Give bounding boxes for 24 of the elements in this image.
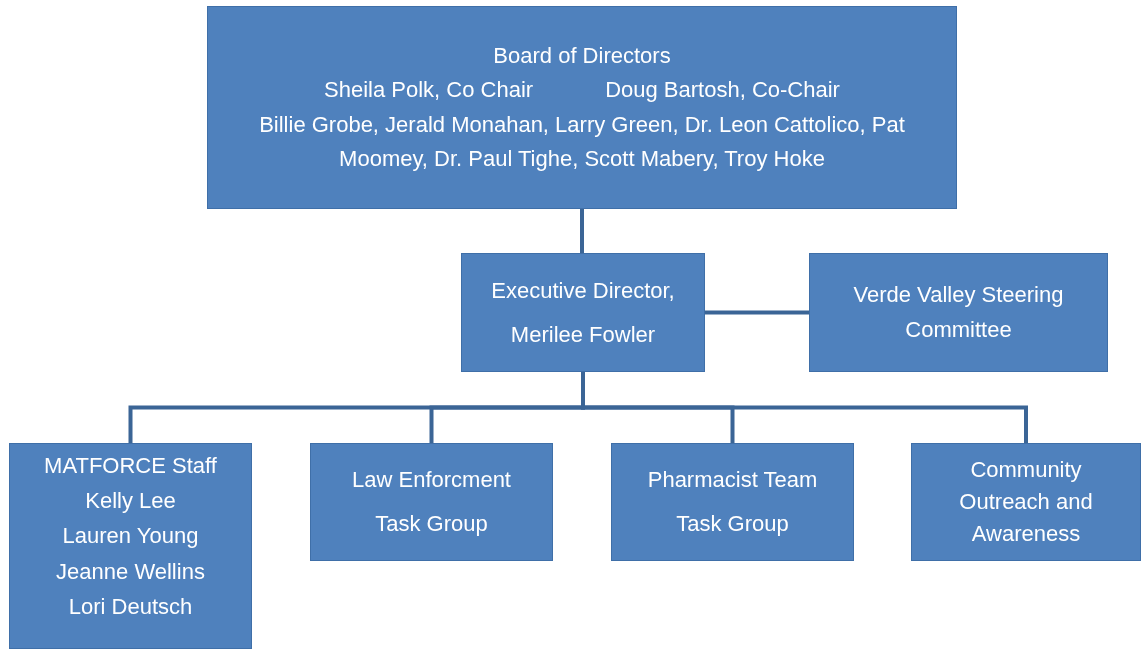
org-box bbox=[310, 443, 553, 561]
org-box bbox=[809, 253, 1108, 372]
member-name: Lauren Young bbox=[62, 522, 199, 551]
member-name: Lori Deutsch bbox=[68, 592, 193, 621]
org-box bbox=[911, 443, 1141, 561]
member-name: Doug Bartosh, Co-Chair bbox=[605, 76, 840, 105]
org-box bbox=[611, 443, 854, 561]
connector-line bbox=[580, 209, 584, 253]
member-name: Jeanne Wellins bbox=[56, 557, 205, 586]
box-title: Executive Director, Merilee Fowler bbox=[490, 276, 676, 349]
member-name: Kelly Lee bbox=[85, 487, 176, 516]
connector-line bbox=[581, 372, 1028, 443]
box-title: Community Outreach and Awareness bbox=[958, 456, 1094, 548]
box-title: Verde Valley Steering Committee bbox=[852, 281, 1065, 344]
connector-line bbox=[705, 310, 809, 315]
org-box bbox=[461, 253, 705, 372]
box-title: Board of Directors bbox=[493, 42, 671, 71]
org-box bbox=[207, 6, 957, 209]
box-title: MATFORCE Staff bbox=[44, 452, 217, 480]
member-list: Billie Grobe, Jerald Monahan, Larry Green, Dr. Leon Cattolico, Pat Moomey, Dr. Paul Tighe, Scott Mabery, Troy Hoke bbox=[237, 107, 927, 176]
box-title: Pharmacist Team Task Group bbox=[646, 466, 819, 538]
member-name: Sheila Polk, Co Chair bbox=[324, 76, 534, 105]
org-box bbox=[9, 443, 252, 649]
box-title: Law Enforcment Task Group bbox=[351, 466, 512, 538]
